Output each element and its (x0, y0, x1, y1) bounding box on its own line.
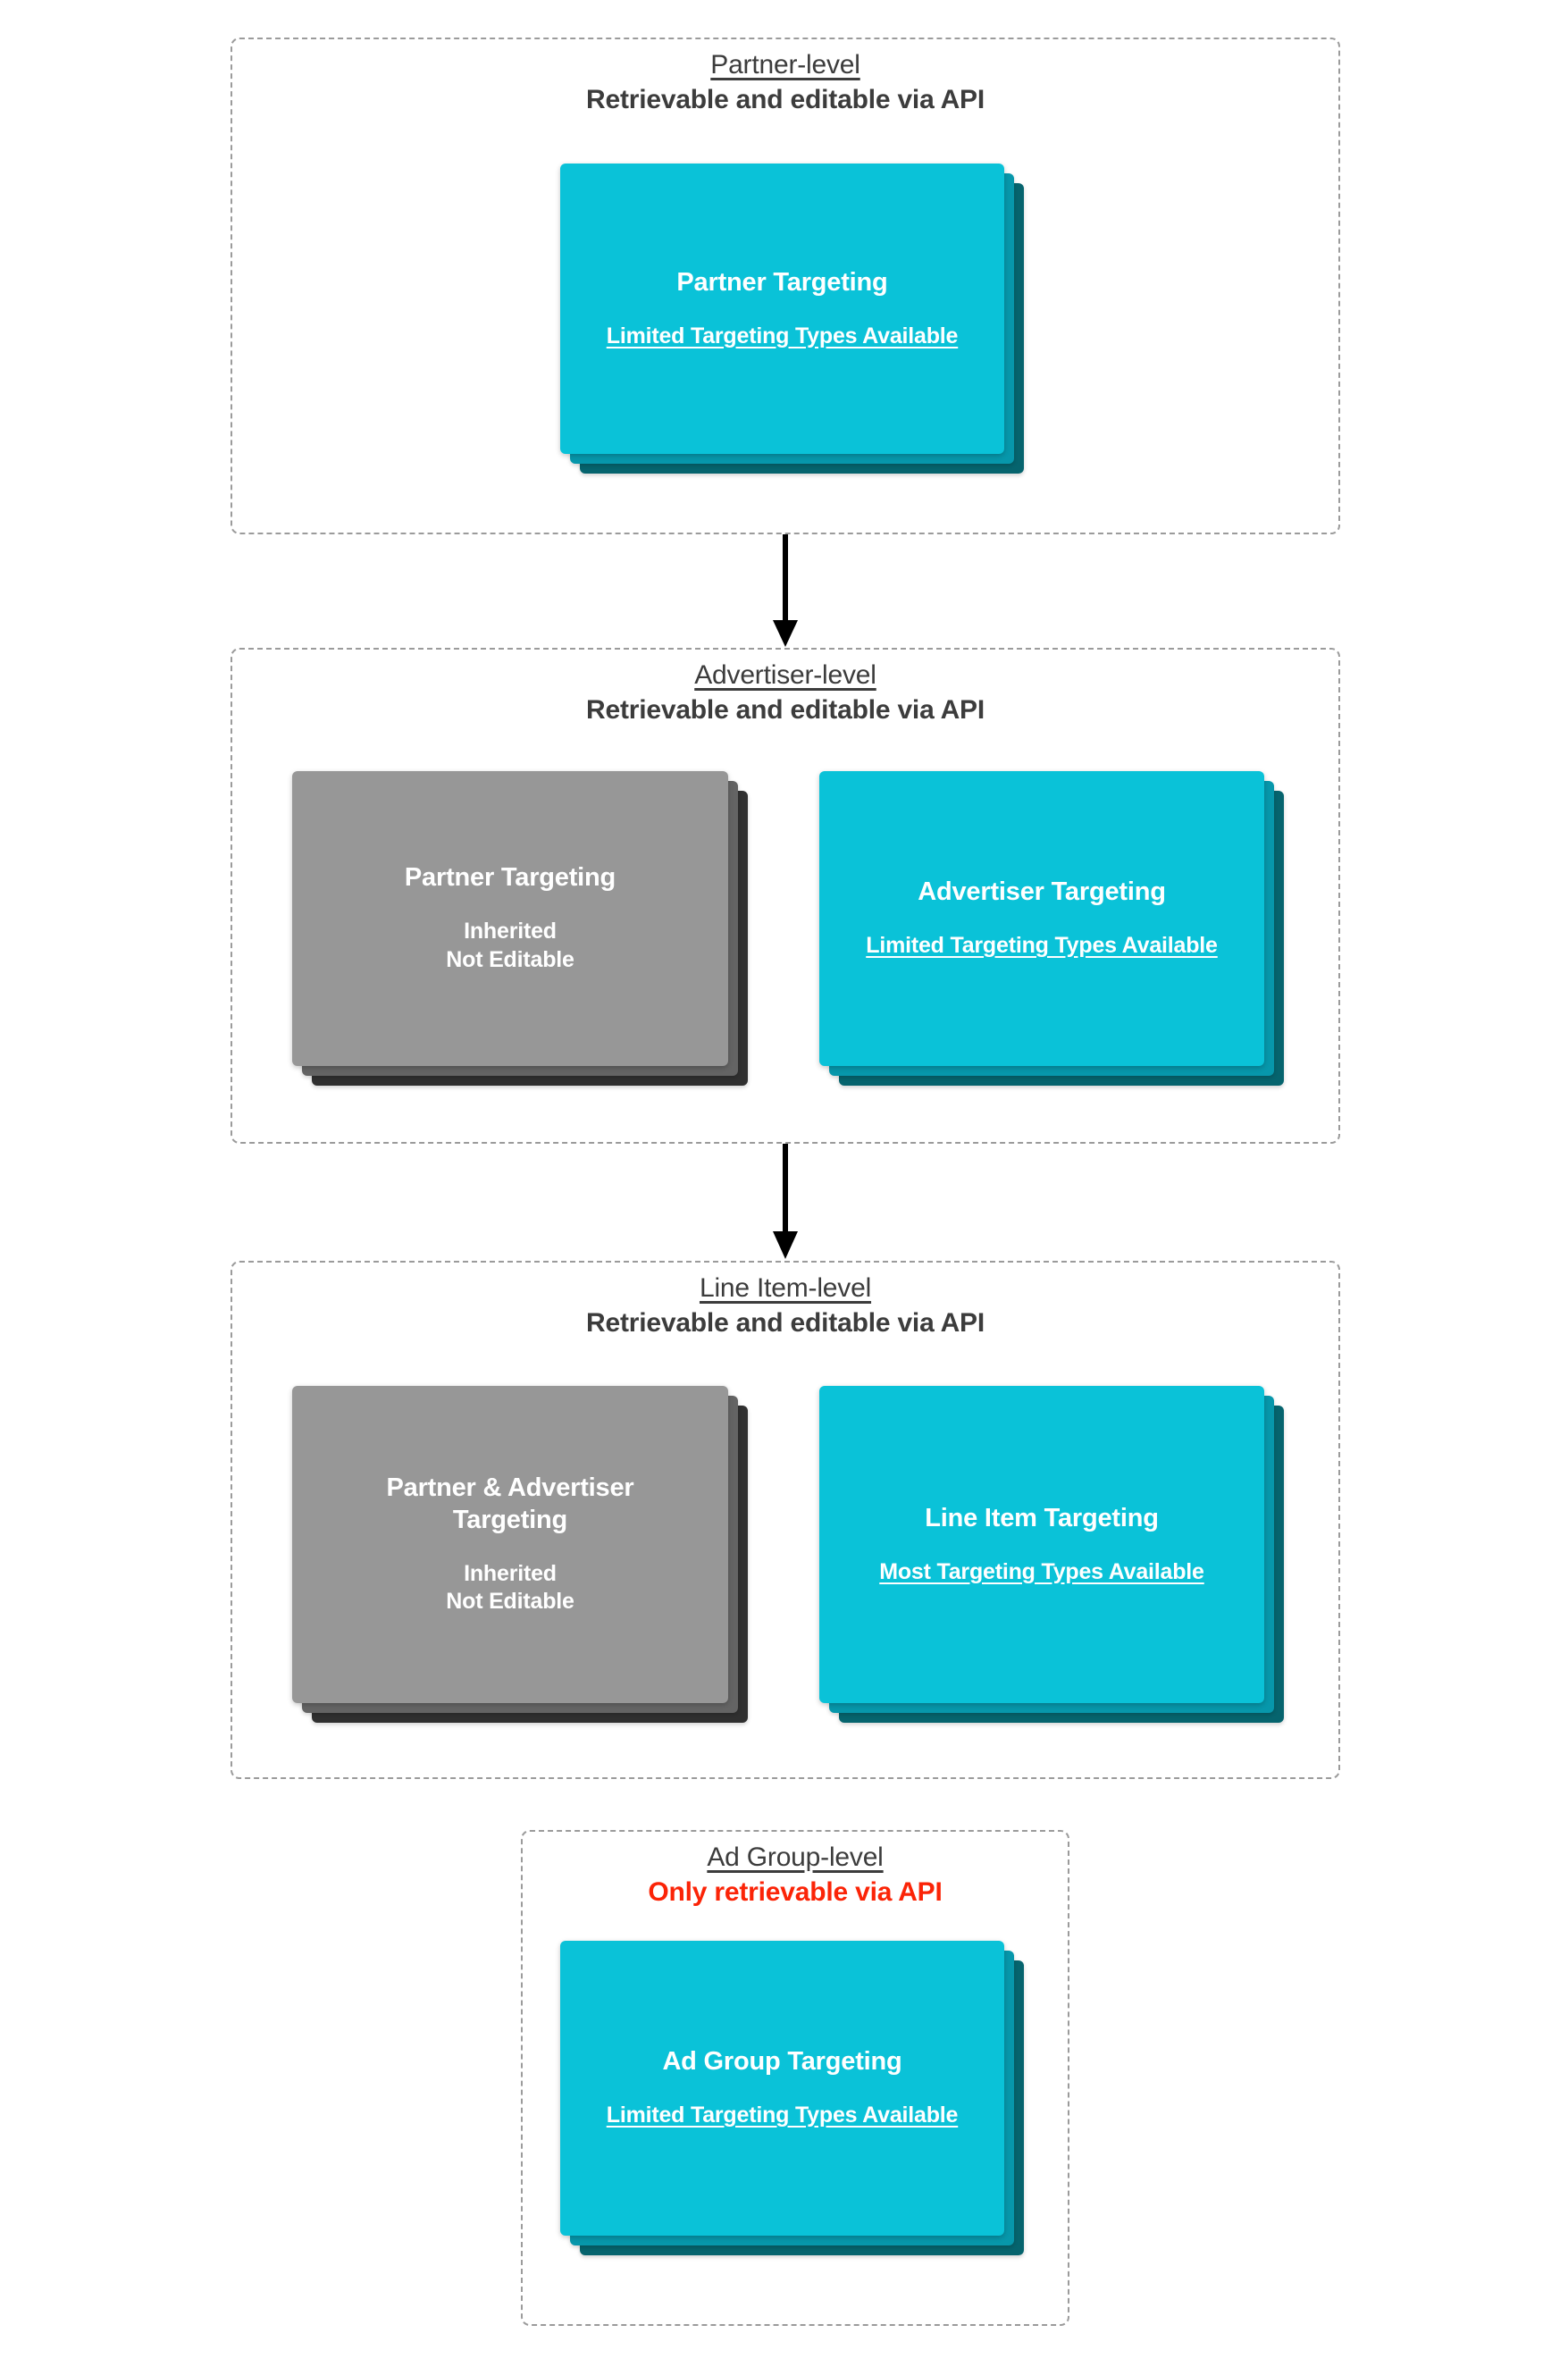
level-container-line-item (231, 1261, 1340, 1779)
card-title: Ad Group Targeting (662, 2047, 902, 2077)
card-line-item-targeting[interactable]: Line Item Targeting Most Targeting Types… (819, 1386, 1264, 1703)
card-stack-line-item-inherited: Partner & Advertiser Targeting Inherited… (292, 1386, 748, 1723)
card-title: Partner & Advertiser Targeting (386, 1473, 634, 1534)
card-stack-advertiser-inherited: Partner Targeting Inherited Not Editable (292, 771, 748, 1086)
card-subtitle-line-1: Inherited (464, 919, 557, 944)
card-advertiser-targeting[interactable]: Advertiser Targeting Limited Targeting T… (819, 771, 1264, 1066)
card-stack-ad-group-targeting: Ad Group Targeting Limited Targeting Typ… (560, 1941, 1024, 2255)
card-stack-line-item-targeting: Line Item Targeting Most Targeting Types… (819, 1386, 1284, 1723)
card-subtitle: Limited Targeting Types Available (866, 933, 1218, 959)
card-title: Advertiser Targeting (918, 877, 1166, 907)
card-ad-group-targeting[interactable]: Ad Group Targeting Limited Targeting Typ… (560, 1941, 1004, 2236)
connector-advertiser-to-line-item (770, 1144, 801, 1261)
arrow-down-icon (773, 1144, 798, 1259)
card-subtitle: Limited Targeting Types Available (606, 323, 959, 348)
card-title: Line Item Targeting (925, 1503, 1159, 1532)
level-container-partner (231, 38, 1340, 534)
card-title: Partner Targeting (676, 267, 888, 297)
card-subtitle-line-2: Not Editable (446, 946, 574, 972)
card-subtitle: Limited Targeting Types Available (606, 2103, 959, 2128)
card-stack-advertiser-targeting: Advertiser Targeting Limited Targeting T… (819, 771, 1284, 1086)
level-container-ad-group (521, 1830, 1069, 2326)
card-subtitle: Most Targeting Types Available (879, 1558, 1204, 1584)
level-container-advertiser (231, 648, 1340, 1144)
card-line-item-inherited-targeting[interactable]: Partner & Advertiser Targeting Inherited… (292, 1386, 728, 1703)
card-subtitle-line-2: Not Editable (446, 1589, 574, 1615)
card-advertiser-inherited-partner-targeting[interactable]: Partner Targeting Inherited Not Editable (292, 771, 728, 1066)
card-partner-targeting[interactable]: Partner Targeting Limited Targeting Type… (560, 164, 1004, 454)
card-title: Partner Targeting (404, 863, 616, 893)
card-subtitle-line-1: Inherited (464, 1560, 557, 1586)
connector-partner-to-advertiser (770, 534, 801, 649)
card-stack-partner-targeting: Partner Targeting Limited Targeting Type… (560, 164, 1024, 474)
arrow-down-icon (773, 534, 798, 647)
